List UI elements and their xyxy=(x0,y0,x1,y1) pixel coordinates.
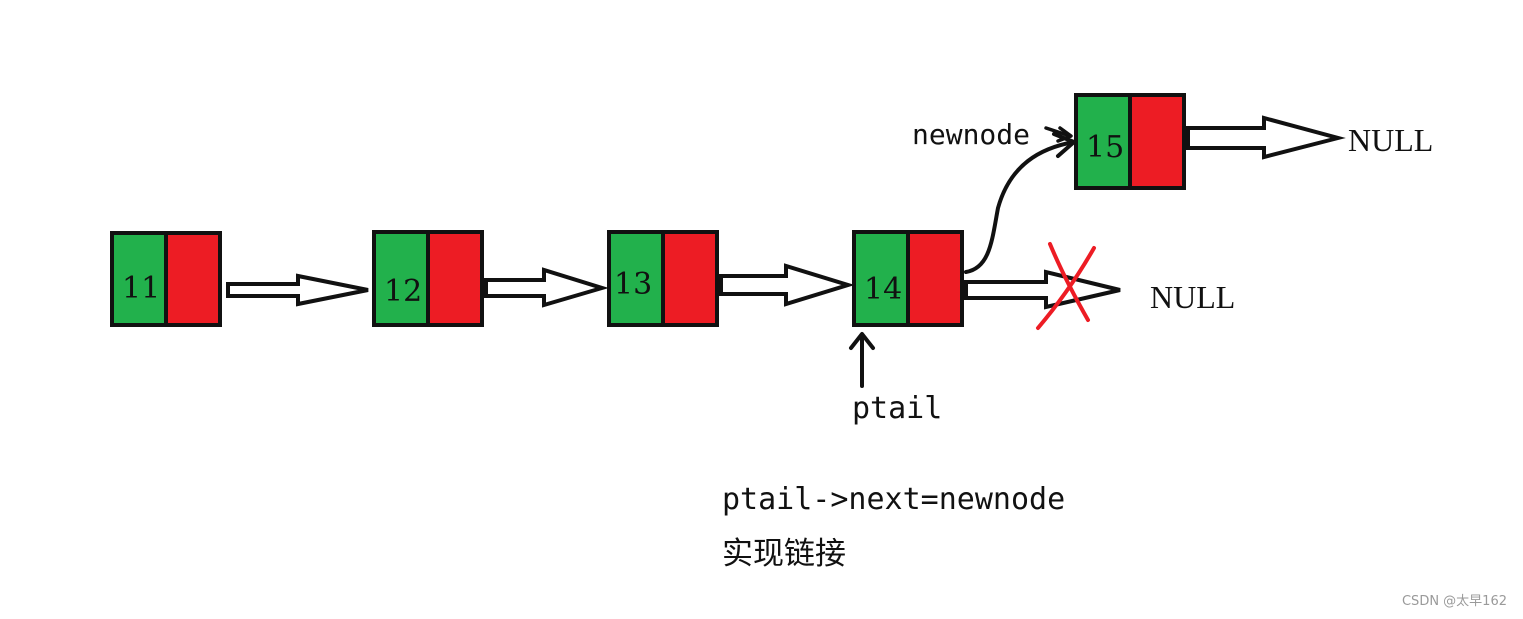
node-next-field xyxy=(426,230,484,327)
node-value: 14 xyxy=(864,272,902,307)
caption-code: ptail->next=newnode xyxy=(722,482,1066,517)
watermark: CSDN @太早162 xyxy=(1401,594,1507,609)
arrow-15-to-null xyxy=(1186,115,1346,160)
list-node-13: 13 xyxy=(607,230,719,327)
link-14-to-15-arrowhead xyxy=(1052,132,1076,158)
newnode-pointer-arrow xyxy=(1044,126,1073,143)
list-node-12: 12 xyxy=(372,230,484,327)
node-next-field xyxy=(661,230,719,327)
arrow-11-to-12 xyxy=(226,273,369,307)
arrow-14-to-null xyxy=(964,269,1121,310)
node-next-field xyxy=(906,230,964,327)
caption-text: 实现链接 xyxy=(722,536,846,572)
node-value: 12 xyxy=(384,274,422,309)
list-node-14: 14 xyxy=(852,230,964,327)
list-node-11: 11 xyxy=(110,231,222,327)
ptail-label: ptail xyxy=(852,391,942,426)
newnode-label: newnode xyxy=(912,118,1030,151)
ptail-pointer-arrow xyxy=(849,332,875,388)
cross-mark-icon xyxy=(1036,242,1096,330)
null-label-old-tail: NULL xyxy=(1150,279,1235,315)
null-label-new-tail: NULL xyxy=(1348,122,1433,158)
list-node-15: 15 xyxy=(1074,93,1186,190)
arrow-13-to-14 xyxy=(719,263,855,307)
node-value: 13 xyxy=(614,267,652,302)
node-value: 15 xyxy=(1086,130,1124,165)
node-data-field xyxy=(607,230,665,327)
arrow-12-to-13 xyxy=(484,267,609,308)
node-next-field xyxy=(1128,93,1186,190)
node-next-field xyxy=(164,231,222,327)
link-14-to-15 xyxy=(964,140,1076,274)
node-data-field xyxy=(110,231,168,327)
node-data-field xyxy=(372,230,430,327)
node-value: 11 xyxy=(122,271,160,306)
node-data-field xyxy=(1074,93,1132,190)
